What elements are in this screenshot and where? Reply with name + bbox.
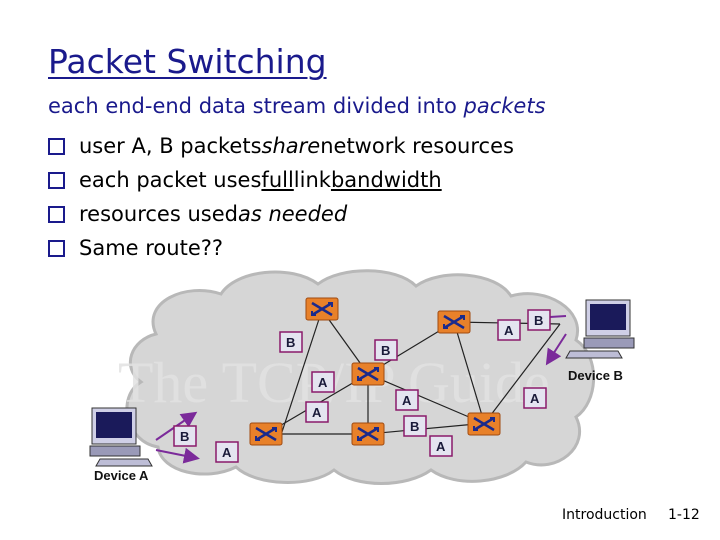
packet-labels: B A A A B B A A B A B A	[173, 309, 551, 463]
bullet-item: each packet uses full link bandwidth	[48, 163, 514, 197]
packet-label: A	[318, 375, 328, 390]
slide-subtitle: each end-end data stream divided into pa…	[48, 94, 546, 118]
router-icon	[304, 296, 340, 322]
router-icon	[350, 421, 386, 447]
router-icon	[436, 309, 472, 335]
bullet-list: user A, B packets share network resource…	[48, 129, 514, 265]
packet-label: B	[410, 419, 419, 434]
packet-label: A	[222, 445, 232, 460]
device-a-label: Device A	[94, 468, 149, 483]
packet-label: A	[504, 323, 514, 338]
packet-label: A	[530, 391, 540, 406]
packet-label: A	[436, 439, 446, 454]
packet-label: B	[180, 429, 189, 444]
router-icon	[248, 421, 284, 447]
checkbox-bullet-icon	[48, 205, 65, 223]
router-icon	[350, 361, 386, 387]
router-icon	[466, 411, 502, 437]
checkbox-bullet-icon	[48, 171, 65, 189]
packet-label: B	[534, 313, 543, 328]
packet-switching-diagram: The TCP/IP Guide Device A Device B	[89, 269, 635, 485]
device-b-label: Device B	[568, 368, 623, 383]
bullet-item: Same route??	[48, 231, 514, 265]
footer-page-number: 1-12	[668, 507, 700, 523]
footer-section: Introduction	[562, 507, 647, 523]
packet-label: B	[286, 335, 295, 350]
checkbox-bullet-icon	[48, 239, 65, 257]
packet-label: A	[312, 405, 322, 420]
packet-label: A	[402, 393, 412, 408]
slide-title: Packet Switching	[48, 42, 327, 81]
bullet-item: resources used as needed	[48, 197, 514, 231]
computer-a-icon	[89, 407, 153, 467]
bullet-item: user A, B packets share network resource…	[48, 129, 514, 163]
computer-b-icon	[565, 299, 635, 359]
checkbox-bullet-icon	[48, 137, 65, 155]
packet-label: B	[381, 343, 390, 358]
